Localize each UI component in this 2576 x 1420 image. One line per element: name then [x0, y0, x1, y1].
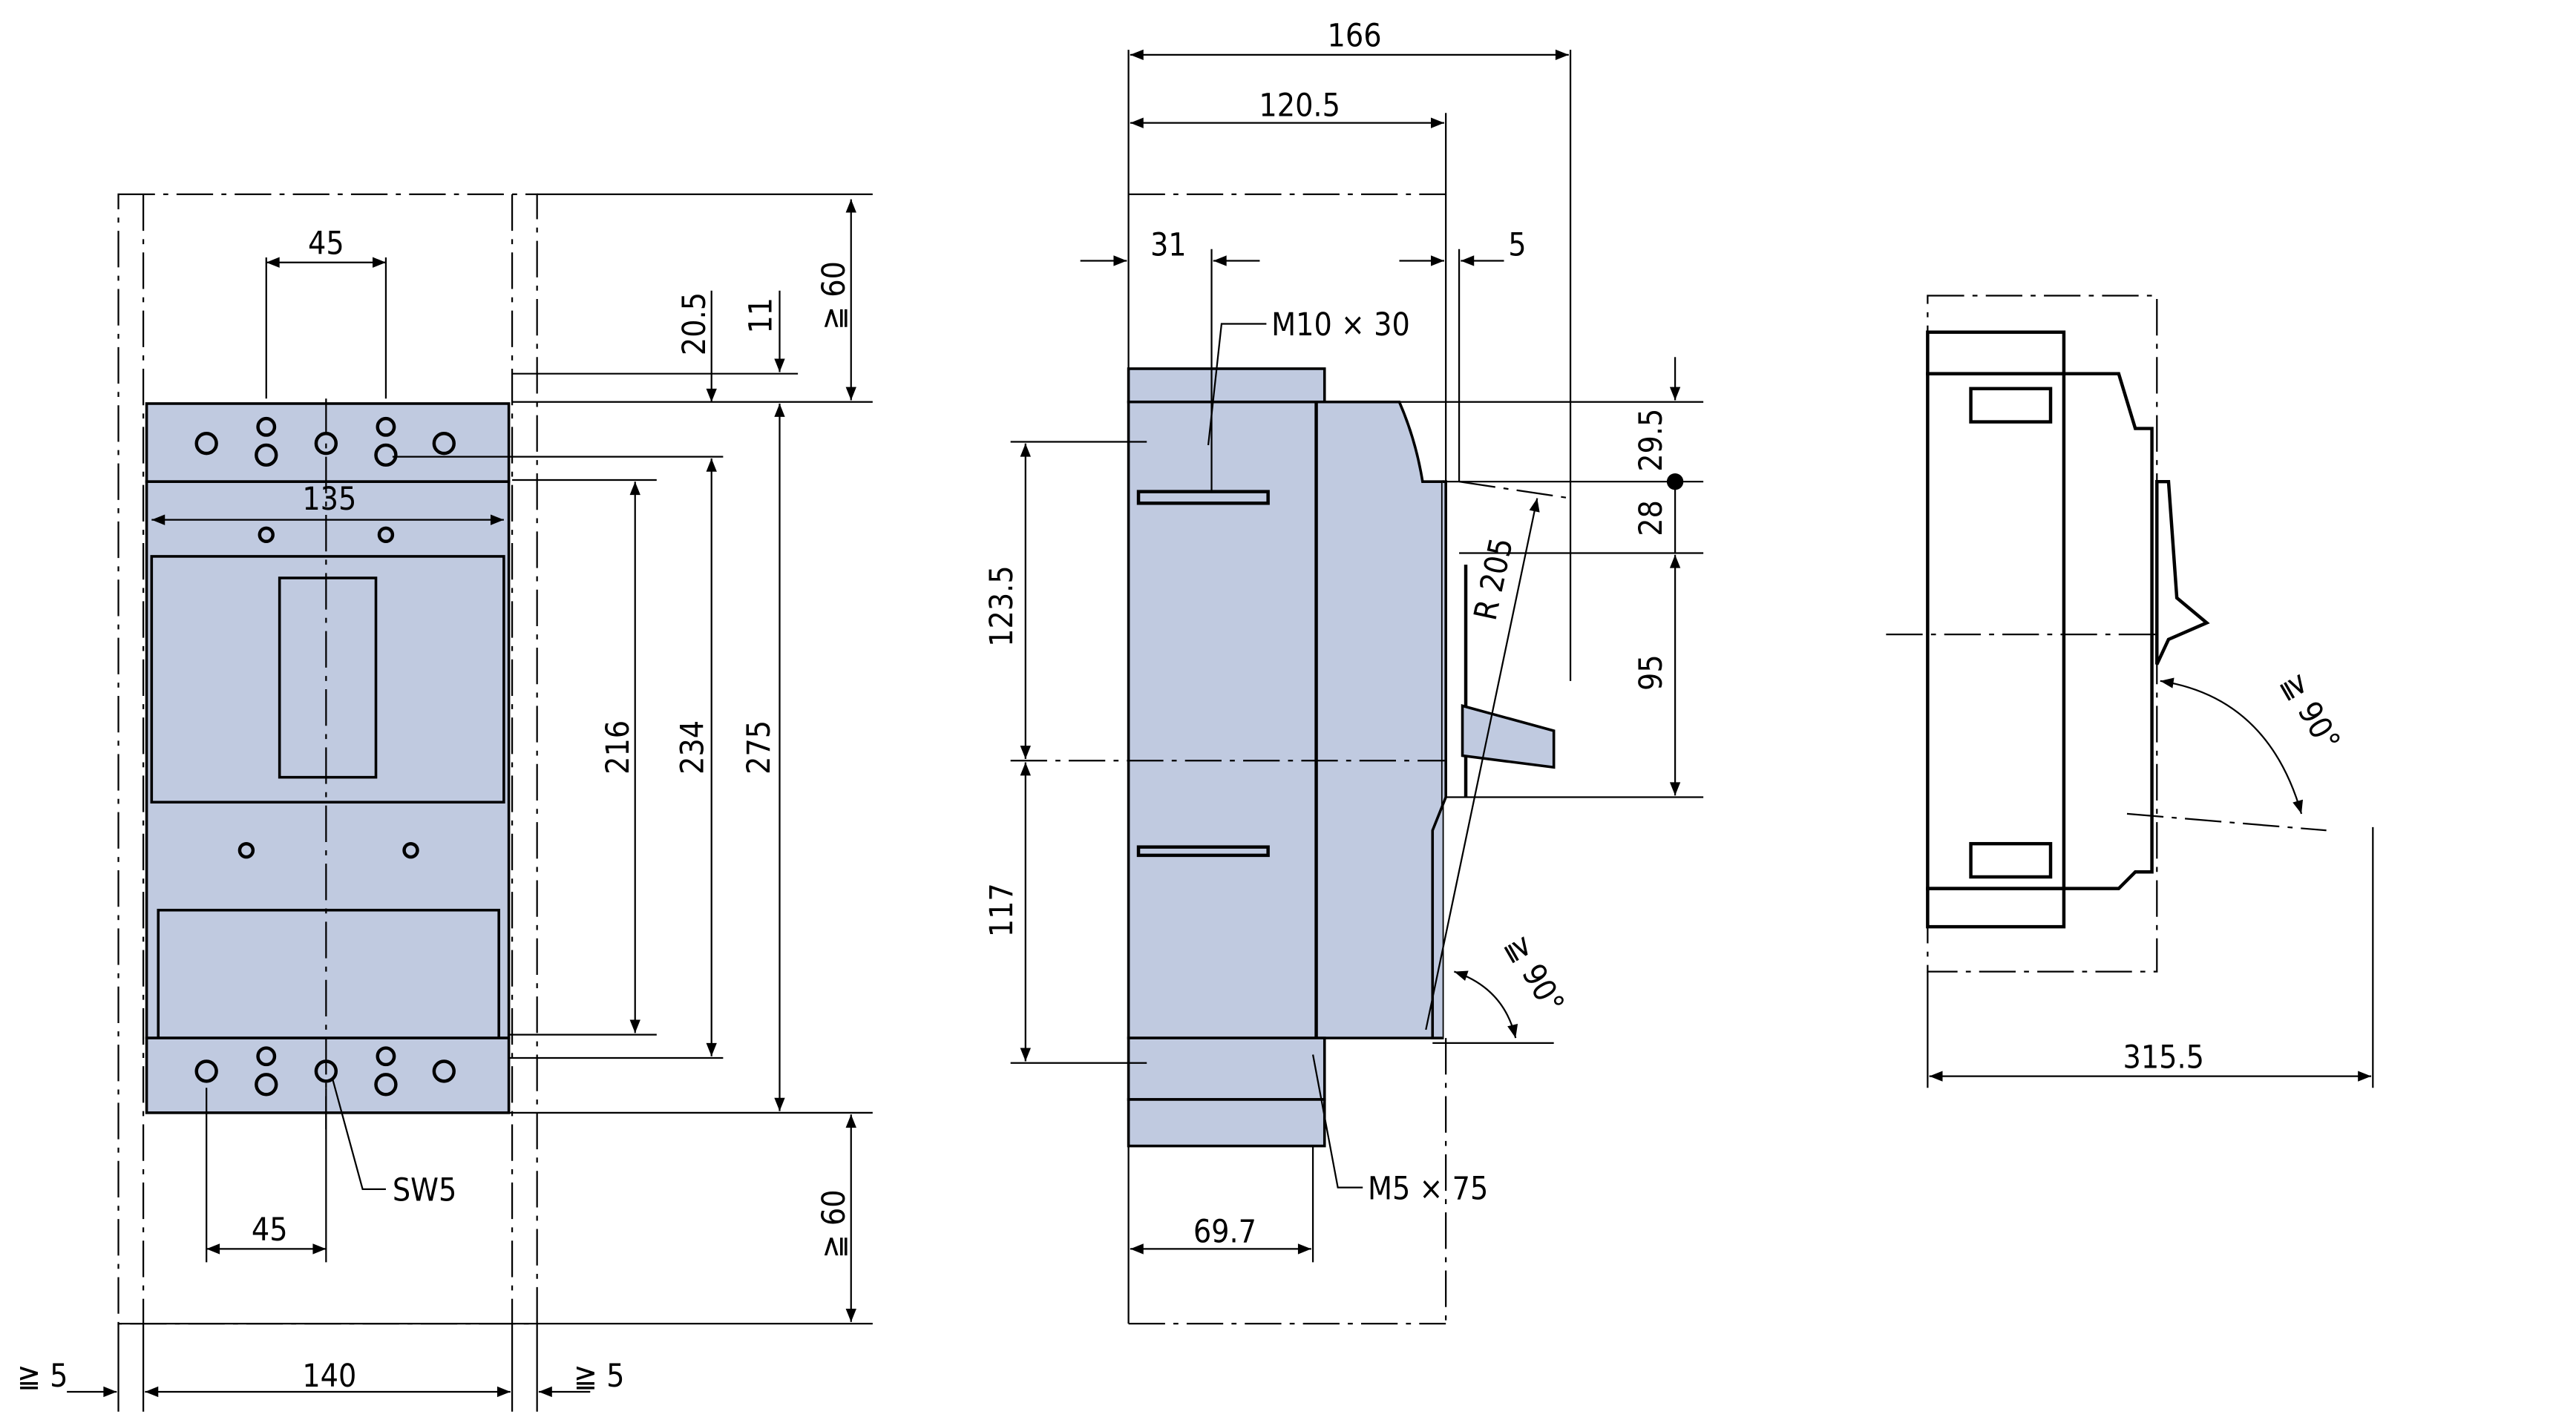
top-terminal-block: [145, 402, 511, 483]
angle-90-rear: ≧ 90°: [2274, 668, 2347, 757]
dim-135: 135: [302, 481, 356, 518]
dim-5: 5: [1508, 228, 1526, 264]
label-m10: M10 × 30: [1271, 307, 1410, 344]
dim-min5-left: ≧ 5: [17, 1358, 68, 1395]
dim-166: 166: [1328, 19, 1382, 55]
dim-r205: R 205: [1468, 535, 1521, 623]
dim-95: 95: [1633, 654, 1670, 691]
label-sw5: SW5: [393, 1173, 456, 1209]
side-handle: [1461, 704, 1556, 769]
side-view: 166 120.5 31 5 M10 × 30 29.5 28 95 123.5…: [984, 19, 1704, 1325]
dim-min60-bottom: ≧ 60: [816, 1189, 853, 1258]
dim-140: 140: [302, 1358, 356, 1395]
dim-120-5: 120.5: [1259, 88, 1340, 125]
dim-29-5: 29.5: [1633, 409, 1670, 472]
top-cover: [1127, 367, 1326, 404]
angle-90-side: ≧ 90°: [1498, 930, 1570, 1019]
dim-69-7: 69.7: [1193, 1214, 1256, 1250]
dim-45-bottom: 45: [252, 1212, 288, 1249]
rear-handle: [2155, 479, 2210, 665]
dim-20-5: 20.5: [677, 292, 713, 355]
dim-315-5: 315.5: [2123, 1039, 2204, 1076]
dim-11: 11: [743, 298, 779, 334]
dim-min5-right: ≧ 5: [574, 1358, 625, 1395]
side-body: [1127, 400, 1444, 1039]
dim-31: 31: [1150, 228, 1187, 264]
label-m5: M5 × 75: [1368, 1171, 1488, 1207]
dim-123-5: 123.5: [984, 565, 1020, 646]
lower-cover: [157, 908, 500, 1039]
toggle-handle: [278, 576, 378, 779]
dim-275: 275: [741, 720, 778, 775]
dim-234: 234: [675, 720, 712, 775]
dim-28: 28: [1633, 500, 1670, 536]
dim-min60-top: ≧ 60: [816, 261, 853, 330]
dim-117: 117: [984, 883, 1020, 937]
front-view: 45 135 ≧ 60 20.5 11 216 234 275 ≧ 60 SW5…: [17, 193, 873, 1412]
bottom-cover: [1127, 1098, 1326, 1148]
dim-45-top: 45: [308, 226, 344, 263]
dim-216: 216: [600, 720, 637, 775]
rear-view: ≧ 90° 315.5: [1886, 295, 2374, 1088]
